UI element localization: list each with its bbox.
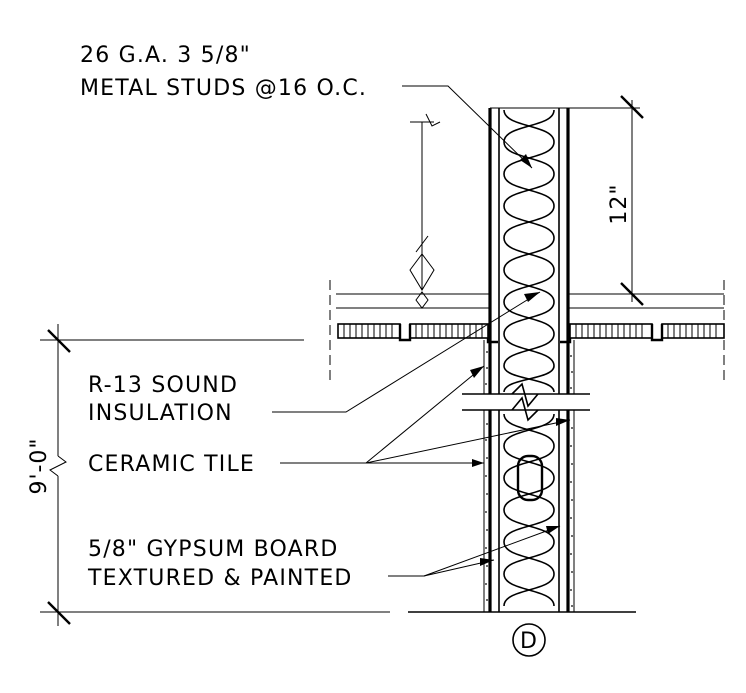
dimension-9ft	[40, 324, 390, 626]
stud-knockout	[516, 454, 544, 502]
ceramic-tile-label: CERAMIC TILE	[88, 452, 255, 477]
metal-studs-label-line2: METAL STUDS @16 O.C.	[80, 76, 367, 101]
ceiling-assembly	[329, 280, 725, 380]
gypsum-board-label-line2: TEXTURED & PAINTED	[87, 566, 353, 591]
dimension-12in-text: 12"	[607, 183, 632, 224]
detail-tag: D	[512, 623, 546, 657]
metal-studs-label-line1: 26 G.A. 3 5/8"	[80, 43, 251, 68]
gypsum-board-label-line1: 5/8" GYPSUM BOARD	[88, 537, 339, 562]
insulation-label-line2: INSULATION	[88, 401, 233, 426]
ceiling-height-marker	[409, 113, 441, 309]
wall-assembly	[408, 107, 636, 613]
insulation-label-line1: R-13 SOUND	[88, 373, 238, 398]
leader-lines	[272, 85, 571, 577]
dimension-12in	[568, 95, 644, 306]
ceramic-tile-finish	[483, 340, 575, 612]
insulation-batt-lower	[503, 413, 555, 607]
detail-tag-letter: D	[520, 629, 538, 654]
dimension-9ft-text: 9'-0"	[27, 437, 52, 494]
